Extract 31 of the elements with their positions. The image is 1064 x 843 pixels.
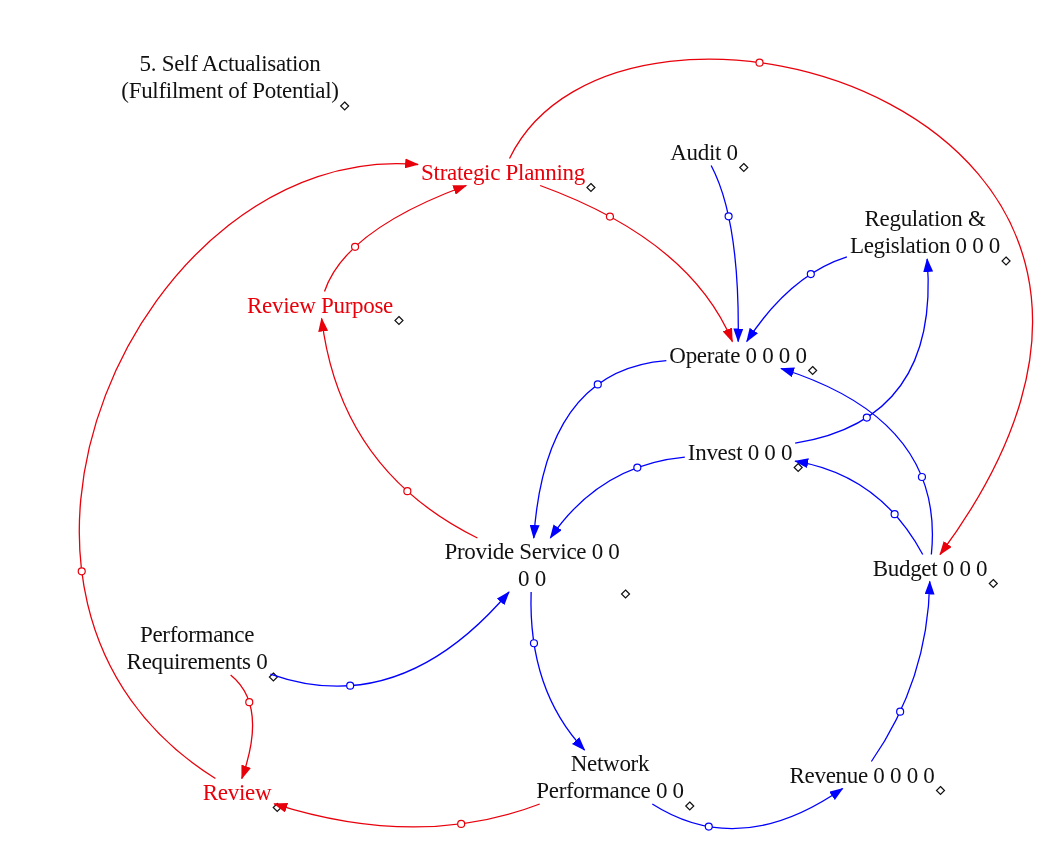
causal-link-arrow bbox=[710, 164, 744, 343]
causal-link-arrow bbox=[273, 802, 541, 828]
variable-label: Revenue 0 0 0 0 bbox=[789, 761, 935, 789]
variable-label: Operate 0 0 0 0 bbox=[669, 341, 807, 369]
causal-link-arrow bbox=[530, 359, 667, 539]
causal-link-arrow bbox=[651, 787, 844, 830]
variable-label: Invest 0 0 0 bbox=[687, 438, 793, 466]
causal-link-arrow bbox=[549, 456, 686, 539]
causal-link-arrow bbox=[780, 367, 934, 556]
causal-link-arrow bbox=[870, 580, 935, 763]
variable-label: Provide Service 0 0 0 0 bbox=[439, 538, 625, 592]
variable-label: Network Performance 0 0 bbox=[522, 750, 698, 804]
variable-label: Strategic Planning bbox=[421, 158, 585, 186]
causal-link-arrow bbox=[78, 160, 420, 780]
causal-link-arrow bbox=[794, 458, 924, 556]
causal-link-arrow bbox=[230, 674, 254, 780]
variable-label: Review bbox=[202, 778, 272, 806]
causal-link-arrow bbox=[318, 317, 479, 539]
causal-link-arrow bbox=[530, 591, 586, 751]
variable-label: Audit 0 bbox=[670, 138, 738, 166]
variable-label: Performance Requirements 0 bbox=[111, 621, 283, 675]
causal-link-arrow bbox=[539, 184, 733, 343]
causal-link-arrow bbox=[794, 258, 933, 444]
sector-label: 5. Self Actualisation (Fulfilment of Potential) bbox=[120, 50, 340, 104]
variable-label: Review Purpose bbox=[247, 291, 393, 319]
causal-link-arrow bbox=[508, 60, 1032, 556]
causal-link-arrow bbox=[269, 591, 510, 687]
variable-label: Budget 0 0 0 bbox=[872, 554, 988, 582]
causal-link-arrow bbox=[746, 256, 848, 343]
variable-label: Regulation & Legislation 0 0 0 bbox=[835, 205, 1015, 259]
causal-link-arrow bbox=[323, 184, 468, 293]
